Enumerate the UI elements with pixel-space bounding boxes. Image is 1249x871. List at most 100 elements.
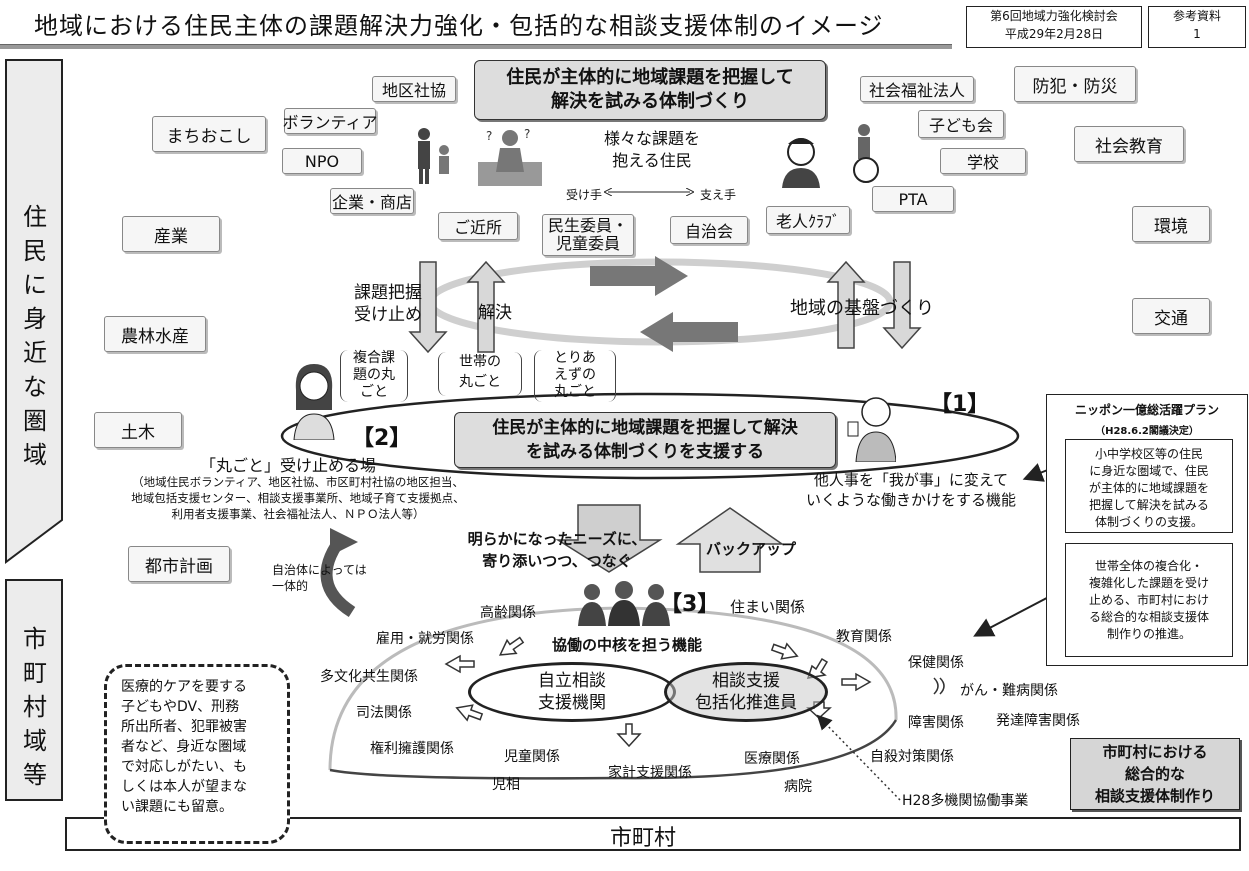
bracket-line: えずの: [554, 367, 596, 383]
pill-sangyo: 産業: [122, 216, 220, 252]
bracket-line: ごと: [360, 384, 388, 400]
pill-shakai-kyoiku: 社会教育: [1074, 126, 1184, 162]
sogo-line: 総合的な: [1124, 765, 1185, 783]
band-char: 圏: [23, 407, 47, 435]
item-hattatsu: 発達障害関係: [996, 713, 1080, 729]
minsei-line: 民生委員・: [547, 216, 628, 235]
minsei-line: 児童委員: [555, 234, 620, 253]
support-headline-line: を試みる体制づくりを支援する: [526, 442, 764, 462]
note-line: しくは本人が望まな: [121, 779, 247, 795]
backup-text: バックアップ: [706, 540, 797, 558]
plan-line: 世帯全体の複合化・: [1094, 559, 1203, 573]
wheelchair-illustration: [846, 122, 886, 184]
marker-2: 【2】: [352, 426, 412, 451]
top-headline: 住民が主体的に地域課題を把握して 解決を試みる体制づくり: [474, 60, 826, 120]
arrow-down-left: [408, 261, 448, 354]
bracket-toriaezu: とりあ えずの 丸ごと: [534, 350, 616, 402]
plan-line: 小中学校区等の住民: [1094, 447, 1203, 461]
bracket-line: 丸ごと: [554, 384, 596, 400]
bracket-line: 題の丸: [353, 367, 395, 383]
marugoto-title: 「丸ごと」受け止める場: [200, 456, 377, 475]
receiver-label: 受け手: [566, 188, 603, 202]
arrow-down-right: [882, 261, 922, 350]
item-korei: 高齢関係: [480, 605, 536, 621]
item-iryo: 医療関係: [744, 751, 800, 767]
pill-chiku-shakyo: 地区社協: [372, 76, 456, 102]
cycle-left-line: 受け止め: [354, 305, 422, 325]
item-shiho: 司法関係: [356, 705, 412, 721]
cycle-right-label: 地域の基盤づくり: [790, 298, 934, 319]
jichitai-text: 自治体によっては 一体的: [272, 562, 367, 594]
soudan-line: 相談支援: [712, 671, 780, 691]
band-char: 域: [23, 441, 47, 469]
needs-line: 明らかになったニーズに、: [467, 530, 647, 548]
plan-line: に身近な圏域で、住民: [1089, 464, 1209, 478]
residents-text: 様々な課題を 抱える住民: [584, 128, 720, 172]
bracket-line: 世帯の: [459, 354, 501, 370]
elderly-illustration: ??: [478, 126, 542, 186]
note-line: い課題にも留意。: [121, 799, 233, 815]
pill-minsei: 民生委員・ 児童委員: [542, 214, 634, 256]
item-jisatsu: 自殺対策関係: [870, 749, 954, 765]
cycle-left-line: 課題把握: [354, 283, 422, 303]
band-char: 域: [23, 727, 47, 755]
pill-rojin: 老人ｸﾗﾌﾞ: [766, 206, 850, 234]
note-line: で対応しがたい、も: [121, 759, 247, 775]
item-hoken: 保健関係: [908, 655, 964, 671]
core-function-label: 協働の中核を担う機能: [552, 636, 703, 654]
top-headline-line: 解決を試みる体制づくり: [551, 91, 749, 112]
bracket-line: 複合課: [353, 350, 395, 366]
band-char: 住: [23, 203, 47, 231]
pill-kotsu: 交通: [1132, 298, 1210, 334]
pill-kigyo: 企業・商店: [330, 188, 414, 214]
cycle-arrow-left: [640, 312, 738, 352]
item-jiso: 児相: [492, 777, 520, 793]
marker-3: 【3】: [660, 592, 720, 617]
band-char: 近: [23, 339, 47, 367]
cycle-solve-label: 解決: [478, 303, 512, 323]
note-line: 所出所者、犯罪被害: [121, 719, 247, 735]
plan-line: 止める、市町村におけ: [1088, 593, 1209, 607]
family-illustration: [404, 126, 464, 186]
bracket-line: 丸ごと: [459, 374, 501, 390]
supporter-label: 支え手: [700, 188, 737, 202]
band-char: な: [23, 373, 47, 401]
pill-volunteer: ボランティア: [282, 108, 378, 134]
arrow-up-left: [466, 260, 506, 353]
plan-box-1: 小中学校区等の住民 に身近な圏域で、住民 が主体的に地域課題を 把握して解決を試…: [1065, 439, 1233, 533]
band-char: 町: [23, 659, 47, 687]
svg-text:?: ?: [486, 129, 492, 143]
tanin-line: いくような働きかけをする機能: [805, 491, 1016, 509]
team-illustration: [572, 580, 676, 626]
bracket-fukugo: 複合課 題の丸 ごと: [340, 350, 408, 402]
meeting-date: 平成29年2月28日: [1004, 27, 1104, 41]
support-headline-line: 住民が主体的に地域課題を把握して解決: [492, 418, 798, 438]
plan-box: ニッポン一億総活躍プラン （H28.6.2閣議決定） 小中学校区等の住民 に身近…: [1046, 394, 1248, 666]
plan-box-2: 世帯全体の複合化・ 複雑化した課題を受け 止める、市町村におけ る総合的な相談支…: [1065, 543, 1233, 657]
pill-fukushi-hojin: 社会福祉法人: [860, 76, 974, 102]
cycle-left-label: 課題把握 受け止め: [354, 282, 422, 326]
plan-line: が主体的に地域課題を: [1088, 481, 1209, 495]
pill-kinjo: ご近所: [438, 212, 518, 240]
meeting-info-box: 第6回地域力強化検討会 平成29年2月28日: [966, 6, 1142, 48]
worried-man-illustration: [776, 136, 826, 188]
band-char: 村: [23, 693, 47, 721]
residents-line: 様々な課題を: [603, 129, 700, 148]
band-char: 身: [23, 305, 47, 333]
jiritsu-ellipse: 自立相談 支援機関: [468, 662, 676, 722]
soudan-line: 包括化推進員: [695, 693, 797, 713]
pill-kodomokai: 子ども会: [918, 110, 1004, 138]
band-char: 等: [23, 761, 47, 789]
top-headline-line: 住民が主体的に地域課題を把握して: [506, 67, 794, 88]
plan-line: 制作りの推進。: [1106, 627, 1191, 641]
needs-arrow-down: [555, 504, 663, 573]
item-jido: 児童関係: [504, 749, 560, 765]
pill-gakko: 学校: [940, 148, 1026, 174]
marugoto-note-line: 利用者支援事業、社会福祉法人、ＮＰＯ法人等）: [171, 507, 425, 521]
left-band-lower-shape: [5, 579, 63, 801]
marugoto-note-line: 地域包括支援センター、相談支援事業所、地域子育て支援拠点、: [131, 491, 465, 505]
pill-doboku: 土木: [94, 412, 182, 448]
soudan-ellipse: 相談支援 包括化推進員: [664, 662, 828, 722]
reference-number: 1: [1193, 27, 1201, 41]
bracket-line: とりあ: [554, 350, 596, 366]
